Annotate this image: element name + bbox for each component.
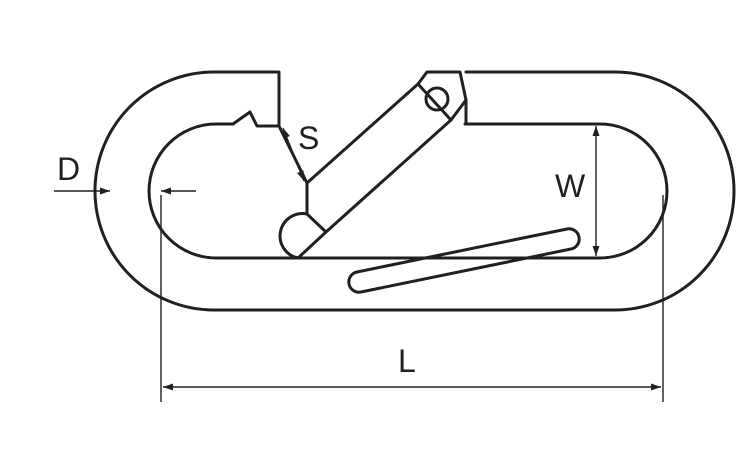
spring-gate [305, 82, 453, 234]
s-dimension-arrow [282, 127, 305, 182]
dimension-label-w: W [555, 168, 586, 204]
hook-outer-outline [93, 70, 736, 312]
wire-spring [347, 227, 581, 294]
hinge-pin [424, 86, 450, 112]
hook-nose [231, 70, 281, 128]
dimension-label-s: S [298, 120, 319, 156]
gate-tip [278, 212, 328, 260]
gate-hinge-cap [416, 70, 468, 122]
dimension-label-d: D [57, 151, 80, 187]
hook-inner-outline [147, 122, 669, 260]
dimension-label-l: L [398, 343, 416, 379]
